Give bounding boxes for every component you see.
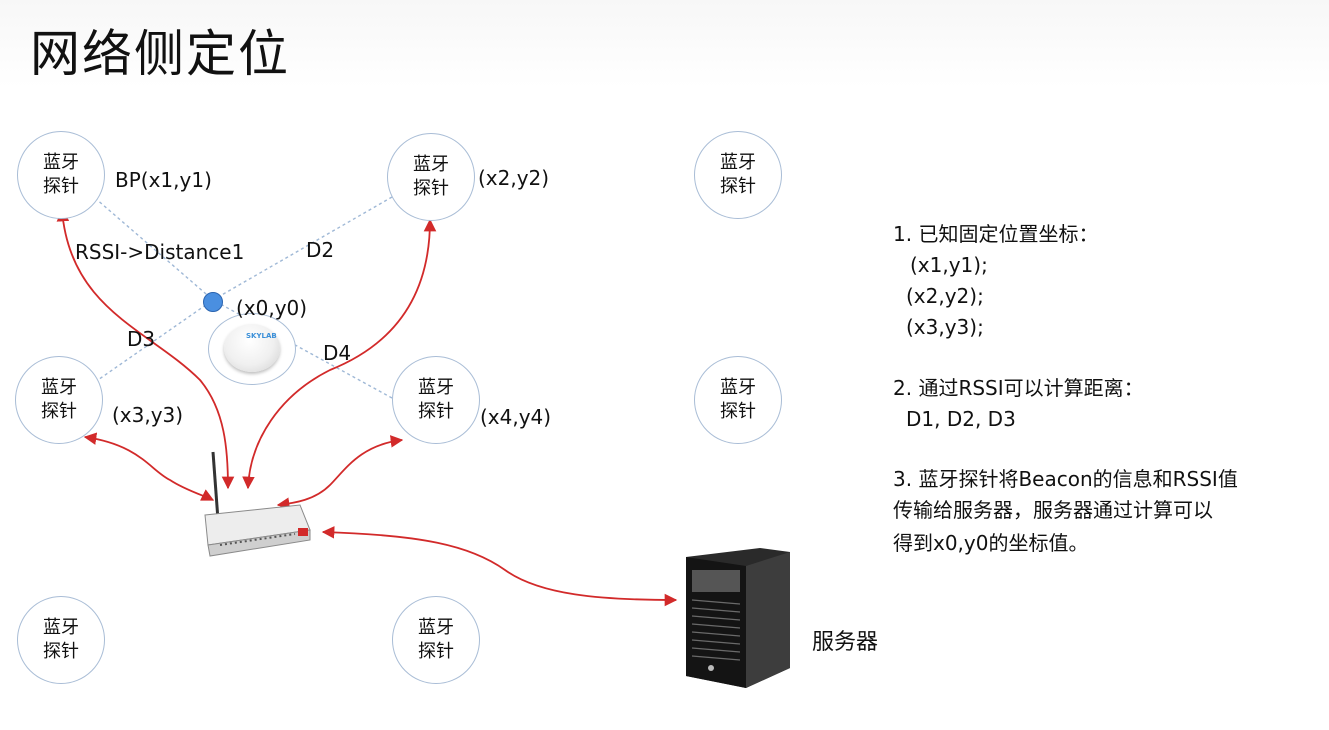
probe-label-line1: 蓝牙 <box>43 152 79 173</box>
info-item1-coord1: (x1,y1); <box>910 253 988 277</box>
label-d2: D2 <box>306 238 335 262</box>
arrow-probe4-router <box>276 435 404 510</box>
probe-label-line2: 探针 <box>720 401 756 422</box>
arrow-router-server <box>321 526 678 607</box>
arrow-probe1-router <box>56 208 235 490</box>
label-d4: D4 <box>323 341 352 365</box>
label-x3y3: (x3,y3) <box>112 403 184 427</box>
bluetooth-probe-1: 蓝牙 探针 <box>17 131 105 219</box>
beacon-device: SKYLAB <box>208 313 296 385</box>
bluetooth-probe-5: 蓝牙 探针 <box>392 356 480 444</box>
probe-label-line1: 蓝牙 <box>418 617 454 638</box>
bluetooth-probe-7: 蓝牙 探针 <box>17 596 105 684</box>
probe-label-line1: 蓝牙 <box>43 617 79 638</box>
beacon-brand: SKYLAB <box>246 332 277 340</box>
probe-label-line1: 蓝牙 <box>413 154 449 175</box>
server-icon <box>686 548 790 688</box>
info-item2-title: 2. 通过RSSI可以计算距离： <box>893 376 1144 400</box>
probe-label-line2: 探针 <box>43 176 79 197</box>
bluetooth-probe-2: 蓝牙 探针 <box>387 133 475 221</box>
probe-label-line2: 探针 <box>41 401 77 422</box>
label-bp-x1y1: BP(x1,y1) <box>115 168 212 192</box>
probe-label-line1: 蓝牙 <box>418 377 454 398</box>
bluetooth-probe-6: 蓝牙 探针 <box>694 356 782 444</box>
probe-label-line2: 探针 <box>413 178 449 199</box>
bluetooth-probe-4: 蓝牙 探针 <box>15 356 103 444</box>
probe-label-line2: 探针 <box>720 176 756 197</box>
page-title: 网络侧定位 <box>30 25 290 83</box>
beacon-position-dot <box>203 292 223 312</box>
info-item3-line3: 得到x0,y0的坐标值。 <box>893 531 1089 555</box>
arrow-probe3-router <box>83 432 215 501</box>
probe-label-line2: 探针 <box>418 401 454 422</box>
probe-label-line1: 蓝牙 <box>720 377 756 398</box>
arrow-probe2-router <box>242 218 437 490</box>
server-label: 服务器 <box>812 630 879 655</box>
info-item3-line1: 3. 蓝牙探针将Beacon的信息和RSSI值 <box>893 467 1238 491</box>
probe-label-line1: 蓝牙 <box>720 152 756 173</box>
info-item2-distances: D1, D2, D3 <box>906 407 1016 431</box>
label-x4y4: (x4,y4) <box>480 405 552 429</box>
label-rssi-distance: RSSI->Distance1 <box>75 240 245 264</box>
info-item1-title: 1. 已知固定位置坐标： <box>893 222 1099 246</box>
beacon-puck-icon: SKYLAB <box>224 324 280 372</box>
bluetooth-probe-3: 蓝牙 探针 <box>694 131 782 219</box>
label-x2y2: (x2,y2) <box>478 166 550 190</box>
probe-label-line2: 探针 <box>43 641 79 662</box>
label-d3: D3 <box>127 327 156 351</box>
bluetooth-probe-8: 蓝牙 探针 <box>392 596 480 684</box>
label-x0y0: (x0,y0) <box>236 296 308 320</box>
probe-label-line2: 探针 <box>418 641 454 662</box>
info-item1-coord3: (x3,y3); <box>906 315 984 339</box>
info-item1-coord2: (x2,y2); <box>906 284 984 308</box>
router-icon <box>204 451 311 557</box>
info-item3-line2: 传输给服务器，服务器通过计算可以 <box>893 498 1213 522</box>
probe-label-line1: 蓝牙 <box>41 377 77 398</box>
